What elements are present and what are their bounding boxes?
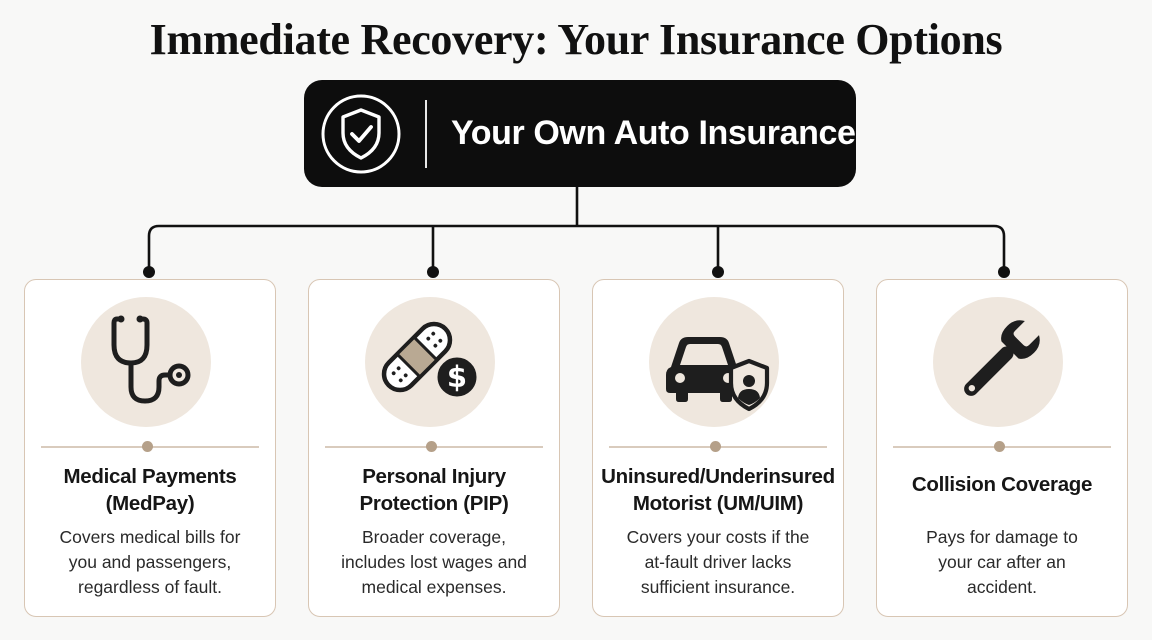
card-description: Covers your costs if the at-fault driver… bbox=[626, 527, 810, 597]
card-icon-circle bbox=[81, 297, 211, 427]
card-um-uim: Uninsured/Underinsured Motorist (UM/UIM)… bbox=[592, 279, 844, 617]
connector-endpoint-2 bbox=[427, 266, 439, 278]
card-title: Uninsured/Underinsured Motorist (UM/UIM) bbox=[601, 465, 835, 515]
header-divider bbox=[425, 100, 427, 168]
card-medpay: Medical Payments (MedPay) Covers medical… bbox=[24, 279, 276, 617]
card-icon-circle bbox=[933, 297, 1063, 427]
root-node-label: Your Own Auto Insurance bbox=[451, 114, 856, 152]
connector-endpoint-1 bbox=[143, 266, 155, 278]
card-divider-dot bbox=[142, 441, 153, 452]
connector-bar bbox=[147, 224, 1006, 272]
shield-check-icon bbox=[321, 94, 401, 174]
card-title: Medical Payments (MedPay) bbox=[63, 465, 237, 515]
wrench-icon bbox=[964, 320, 1040, 396]
page-title: Immediate Recovery: Your Insurance Optio… bbox=[149, 15, 1003, 64]
svg-text:$: $ bbox=[447, 360, 467, 394]
card-divider-dot bbox=[426, 441, 437, 452]
car-shield-icon bbox=[666, 337, 770, 412]
card-description: Pays for damage to your car after an acc… bbox=[926, 527, 1078, 597]
card-pip: $ Personal Injury Protection (PIP) Broad… bbox=[308, 279, 560, 617]
card-description: Broader coverage, includes lost wages an… bbox=[341, 527, 527, 597]
card-title: Collision Coverage bbox=[911, 473, 1093, 496]
card-divider-dot bbox=[994, 441, 1005, 452]
card-icon-circle: $ bbox=[365, 297, 495, 427]
card-description: Covers medical bills for you and passeng… bbox=[59, 527, 241, 597]
card-icon-circle bbox=[649, 297, 779, 427]
stethoscope-icon bbox=[111, 315, 191, 404]
card-title: Personal Injury Protection (PIP) bbox=[359, 465, 509, 515]
card-collision: Collision Coverage Pays for damage to yo… bbox=[876, 279, 1128, 617]
connector-endpoint-4 bbox=[998, 266, 1010, 278]
connector-endpoint-3 bbox=[712, 266, 724, 278]
root-node-auto-insurance: Your Own Auto Insurance bbox=[304, 80, 856, 187]
bandage-dollar-icon: $ bbox=[381, 321, 480, 400]
card-divider-dot bbox=[710, 441, 721, 452]
